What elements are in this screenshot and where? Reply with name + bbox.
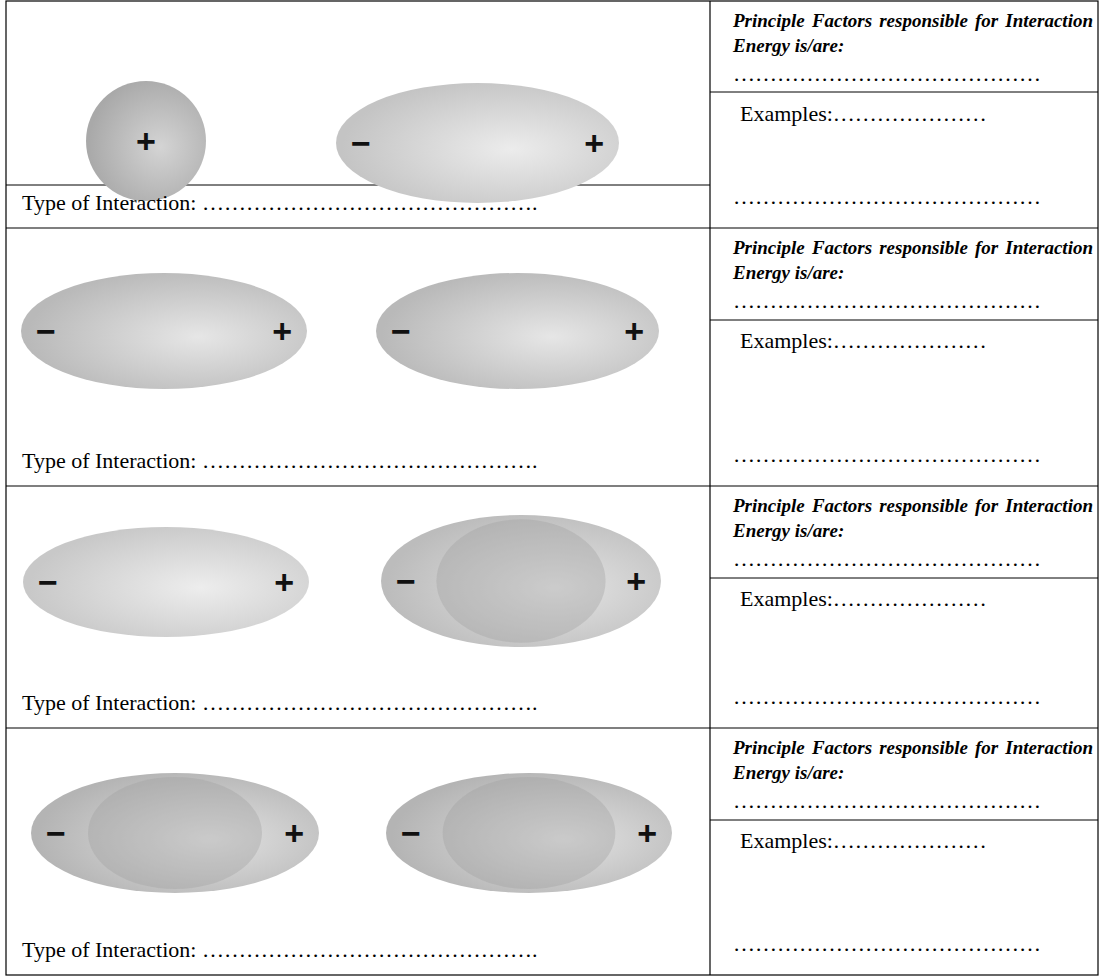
electron-cloud [386,773,672,893]
dipole-ellipse: −+ [380,514,662,648]
dipole-shape [335,82,620,204]
table-border [6,1,1098,975]
charge-sign: − [391,314,411,348]
charge-sign: − [46,816,66,850]
dipole-ellipse: −+ [22,526,310,638]
answer-line: …………………………………… [733,184,1041,210]
electron-cloud [23,527,309,637]
charge-sign: − [396,564,416,598]
row-divider [6,485,1098,486]
dipole-shape [380,514,662,648]
answer-line: …………………………………… [733,546,1041,572]
dipole-shape [385,772,673,894]
charge-sign: + [584,126,604,160]
dipole-shape [30,772,320,894]
dipole-shape [22,526,310,638]
charge-sign: + [136,124,156,158]
charge-sign: + [274,565,294,599]
answer-line: …………………………………… [733,61,1041,87]
cell-divider [710,578,1098,579]
electron-cloud [381,515,661,647]
dipole-ellipse: −+ [385,772,673,894]
electron-cloud [336,83,619,203]
column-divider [709,1,710,975]
answer-line: …………………………………… [733,288,1041,314]
induced-cloud [88,777,262,889]
examples-prompt: Examples:………………… [740,328,987,354]
interaction-type-prompt: Type of Interaction: ………………………………………. [22,448,537,474]
question-heading: Principle Factors responsible for Intera… [733,494,1093,543]
induced-cloud [436,519,605,642]
interaction-type-prompt: Type of Interaction: ………………………………………. [22,690,537,716]
examples-prompt: Examples:………………… [740,586,987,612]
electron-cloud [21,273,307,389]
charge-sign: − [38,565,58,599]
charge-sign: − [351,126,371,160]
electron-cloud [31,773,319,893]
question-heading: Principle Factors responsible for Intera… [733,736,1093,785]
charge-sign: + [624,314,644,348]
row-divider [6,227,1098,228]
charge-sign: − [401,816,421,850]
answer-line: …………………………………… [733,931,1041,957]
ion-circle: + [85,80,207,202]
dipole-ellipse: −+ [375,272,660,390]
interaction-type-prompt: Type of Interaction: ………………………………………. [22,190,537,216]
electron-cloud [376,273,659,389]
dipole-shape [375,272,660,390]
interaction-type-prompt: Type of Interaction: ………………………………………. [22,937,537,963]
answer-line: …………………………………… [733,442,1041,468]
question-heading: Principle Factors responsible for Intera… [733,236,1093,285]
examples-prompt: Examples:………………… [740,828,987,854]
examples-prompt: Examples:………………… [740,101,987,127]
question-heading: Principle Factors responsible for Intera… [733,9,1093,58]
charge-sign: + [284,816,304,850]
dipole-ellipse: −+ [335,82,620,204]
cell-divider [710,820,1098,821]
row-divider [6,727,1098,728]
induced-cloud [443,777,616,889]
electron-cloud [86,81,206,201]
dipole-ellipse: −+ [20,272,308,390]
dipole-ellipse: −+ [30,772,320,894]
charge-sign: + [626,564,646,598]
dipole-shape [20,272,308,390]
charge-sign: + [637,816,657,850]
answer-line: …………………………………… [733,788,1041,814]
charge-sign: + [272,314,292,348]
cell-divider [710,92,1098,93]
charge-sign: − [36,314,56,348]
cell-divider [710,320,1098,321]
answer-line: …………………………………… [733,684,1041,710]
